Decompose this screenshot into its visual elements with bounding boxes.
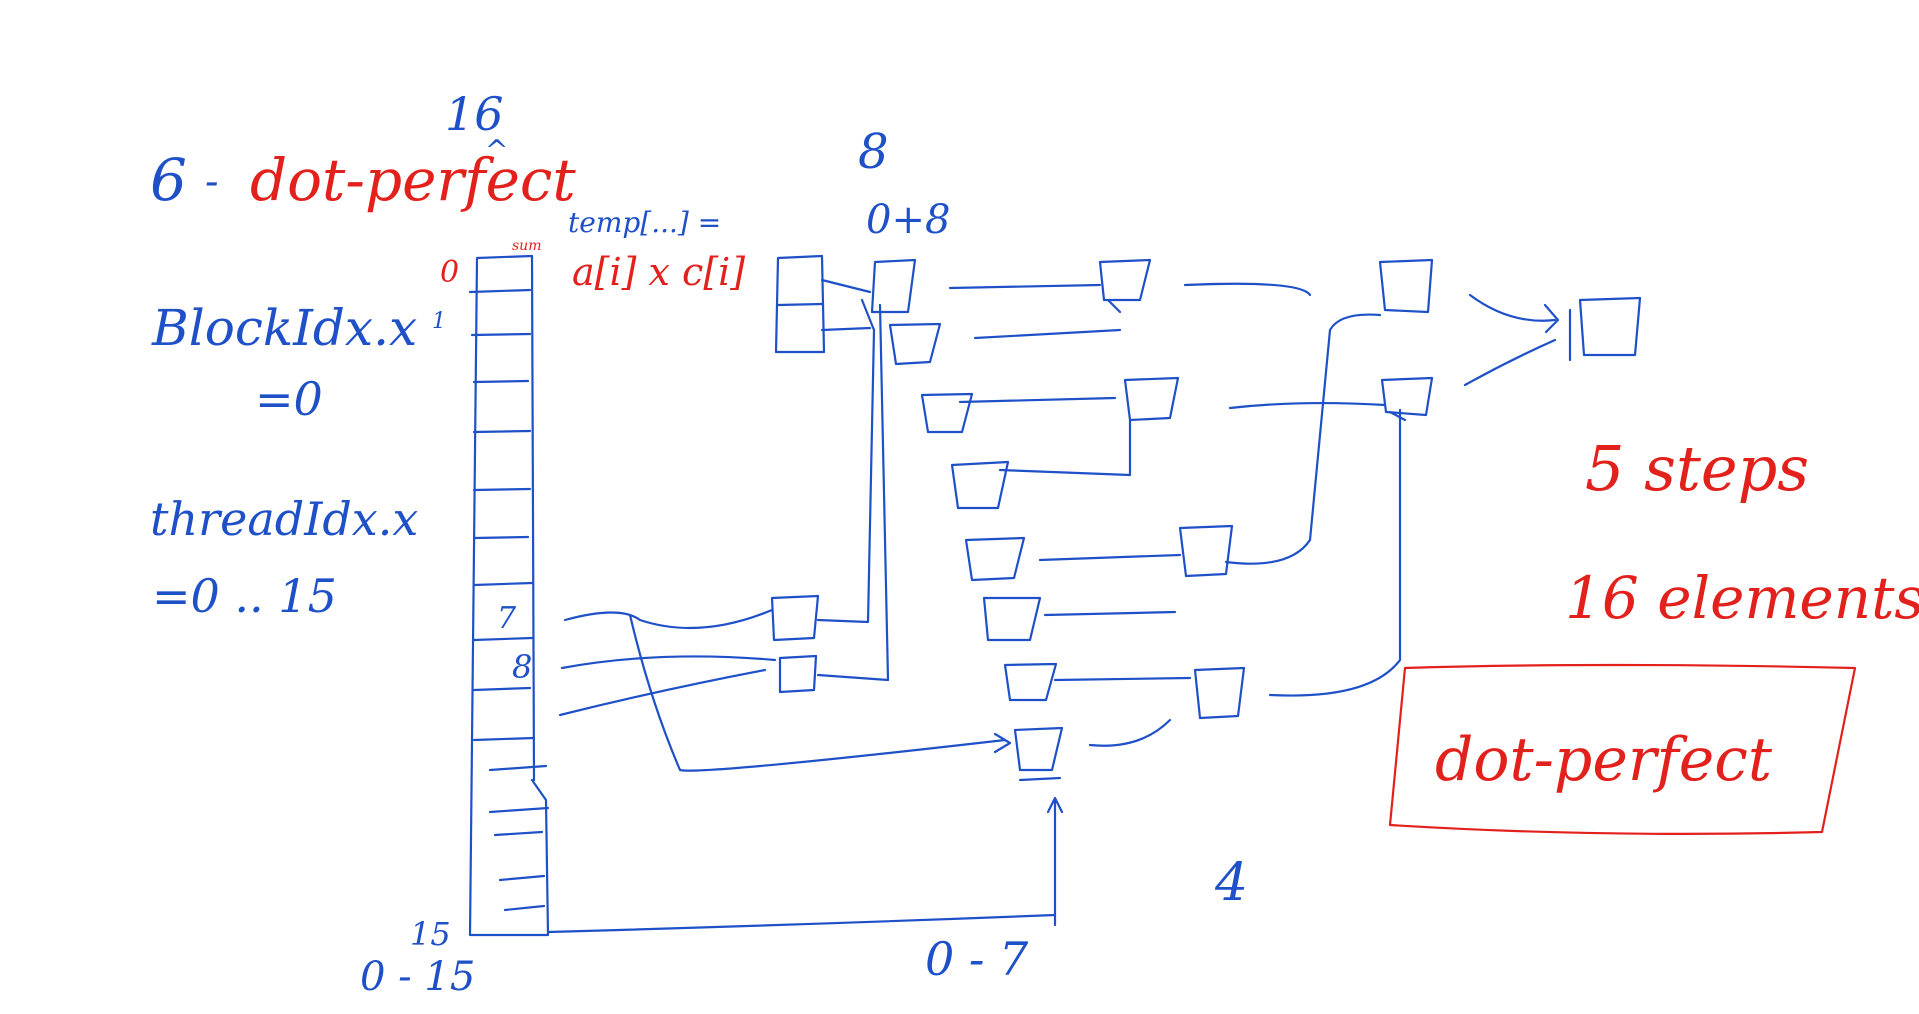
- final-result: [1463, 293, 1642, 387]
- formula-expr: a[i] x c[i]: [572, 250, 745, 294]
- title-name: dot-perfect: [250, 146, 576, 214]
- note-block-idx: BlockIdx.x: [151, 299, 417, 357]
- label-zero-plus-eight: 0+8: [866, 197, 950, 243]
- step3: [1183, 258, 1434, 697]
- formula-temp: temp[...] =: [568, 206, 721, 239]
- array-index-fifteen: 15: [410, 915, 451, 953]
- reduction-range-label: 0 - 7: [925, 932, 1029, 986]
- step2-lines: [546, 283, 1192, 934]
- array-index-zero: 0: [440, 255, 459, 290]
- eight-box-column: [870, 258, 1064, 782]
- array-column: [468, 254, 550, 937]
- title-dash: -: [205, 159, 219, 205]
- note-block-idx-value: =0: [255, 372, 323, 426]
- step1-boxes: [774, 254, 872, 354]
- label-caret: ^: [485, 134, 508, 167]
- array-index-seven: 7: [497, 601, 517, 636]
- note-steps: 5 steps: [1585, 432, 1809, 505]
- array-bottom-range: 0 - 15: [360, 954, 475, 1000]
- note-thread-idx: threadIdx.x: [150, 492, 418, 546]
- boxed-note-frame: [1388, 663, 1857, 835]
- note-elements: 16 elements: [1565, 564, 1919, 632]
- note-boxed: dot-perfect: [1435, 725, 1773, 795]
- note-thread-idx-value: =0 .. 15: [152, 569, 337, 623]
- label-eight: 8: [858, 124, 889, 180]
- label-sixteen: 16: [445, 87, 504, 141]
- title-number: 6: [150, 146, 187, 214]
- step2-boxes: [1098, 258, 1246, 720]
- label-four: 4: [1214, 853, 1248, 913]
- array-sum-label: sum: [512, 238, 541, 254]
- array-index-one: 1: [432, 309, 446, 334]
- lower-pair-boxes: [558, 298, 1012, 772]
- array-index-eight: 8: [512, 648, 532, 686]
